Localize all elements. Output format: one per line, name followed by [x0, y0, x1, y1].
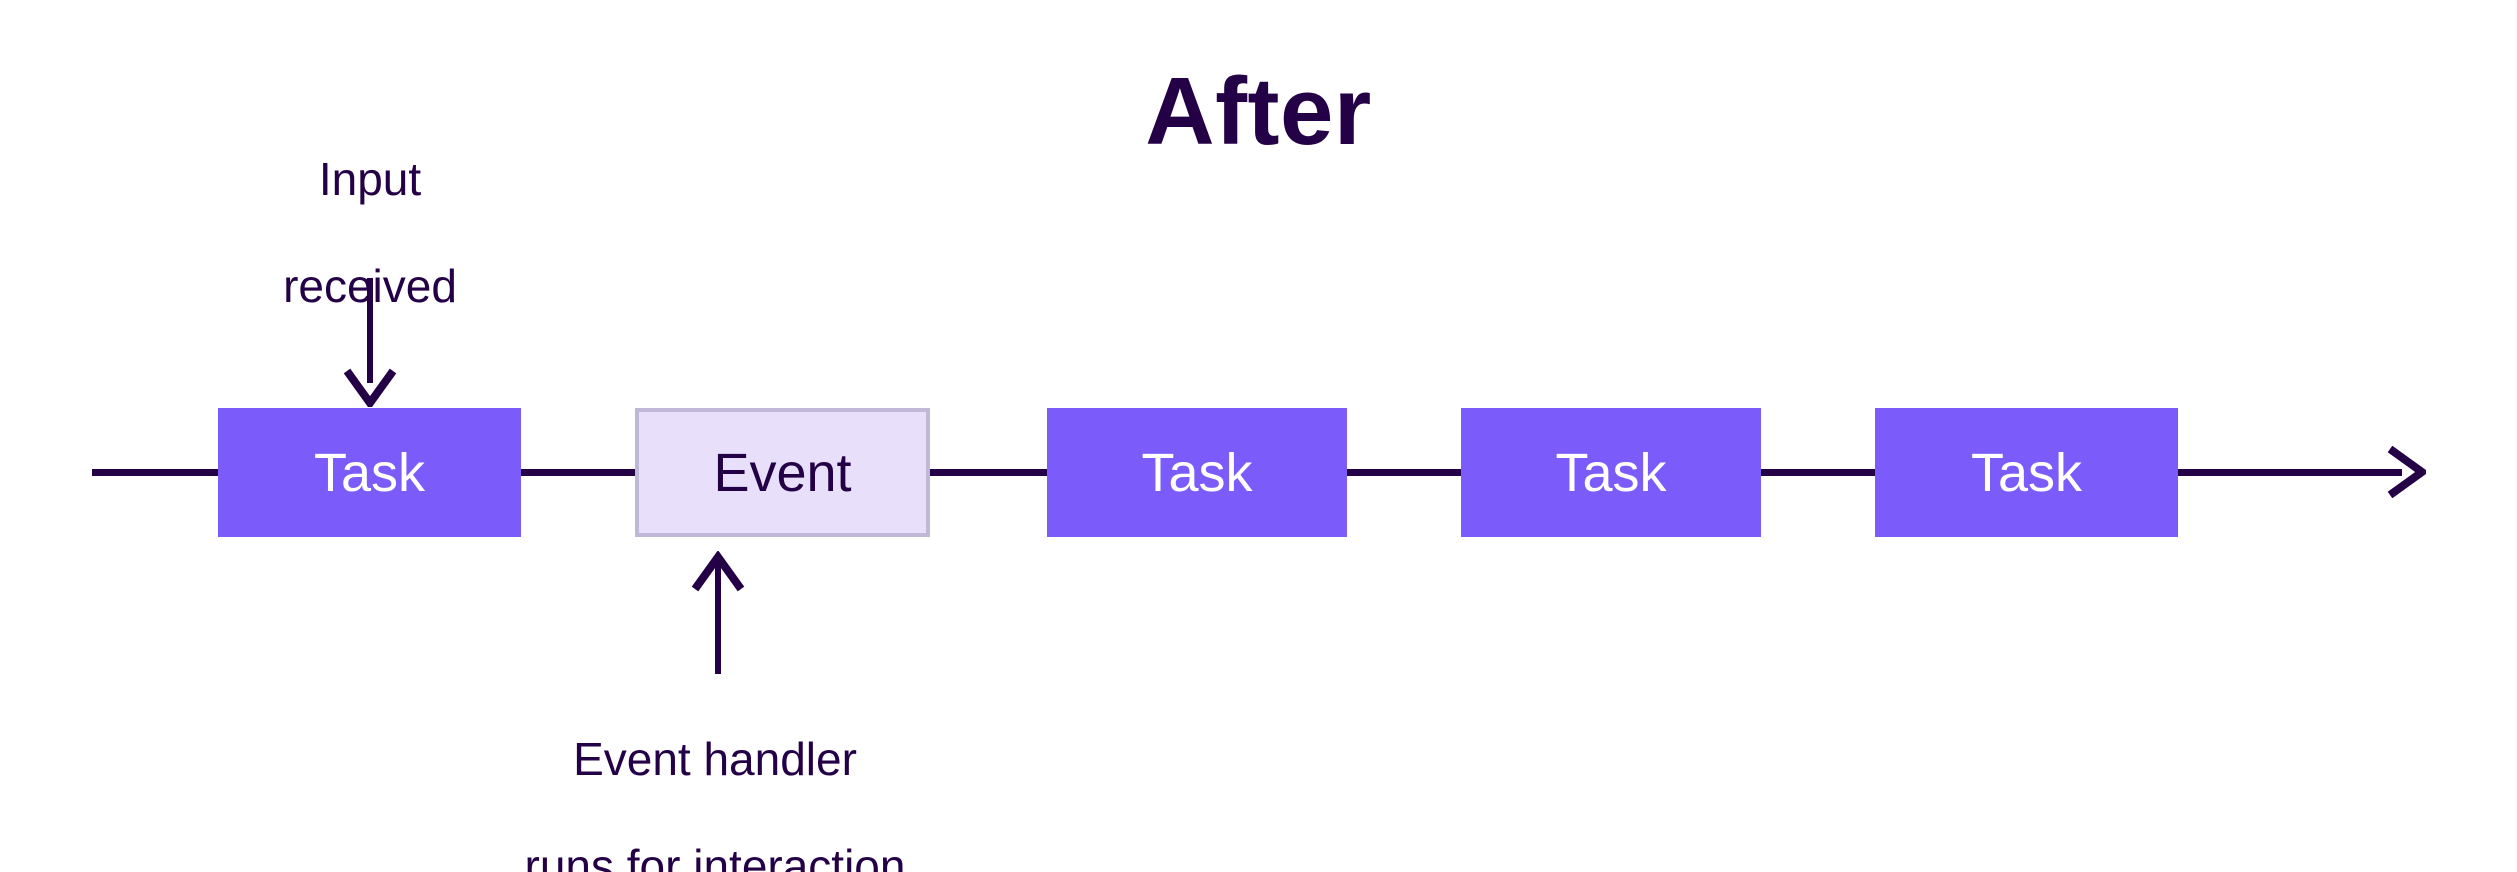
- timeline-arrow-right-icon: [2387, 445, 2426, 499]
- annotation-handler-arrow-up-icon: [691, 551, 745, 592]
- annotation-handler-line-1: Event handler: [573, 733, 857, 786]
- node-label: Event: [713, 442, 852, 503]
- timeline-segment-start: [92, 469, 222, 476]
- timeline-segment-end: [2174, 469, 2402, 476]
- node-label: Task: [1555, 442, 1667, 503]
- timeline-segment-1: [517, 469, 639, 476]
- timeline-node-event[interactable]: Event: [635, 408, 930, 537]
- annotation-handler-connector: [715, 562, 721, 674]
- timeline-node-task-1[interactable]: Task: [218, 408, 521, 537]
- timeline-node-task-4[interactable]: Task: [1875, 408, 2178, 537]
- annotation-input-received: Input received: [190, 100, 550, 367]
- page-title: After: [1145, 58, 1372, 165]
- timeline-node-task-3[interactable]: Task: [1461, 408, 1761, 537]
- timeline-segment-3: [1343, 469, 1465, 476]
- timeline-node-task-2[interactable]: Task: [1047, 408, 1347, 537]
- node-label: Task: [313, 442, 426, 503]
- annotation-handler-line-2: runs for interaction: [524, 840, 906, 872]
- annotation-event-handler: Event handler runs for interaction: [415, 680, 1015, 872]
- timeline-segment-2: [926, 469, 1051, 476]
- timeline-segment-4: [1757, 469, 1879, 476]
- node-label: Task: [1141, 442, 1253, 503]
- annotation-input-arrow-down-icon: [343, 368, 397, 407]
- annotation-input-connector: [367, 278, 373, 383]
- node-label: Task: [1970, 442, 2083, 503]
- annotation-input-line-1: Input: [318, 153, 422, 206]
